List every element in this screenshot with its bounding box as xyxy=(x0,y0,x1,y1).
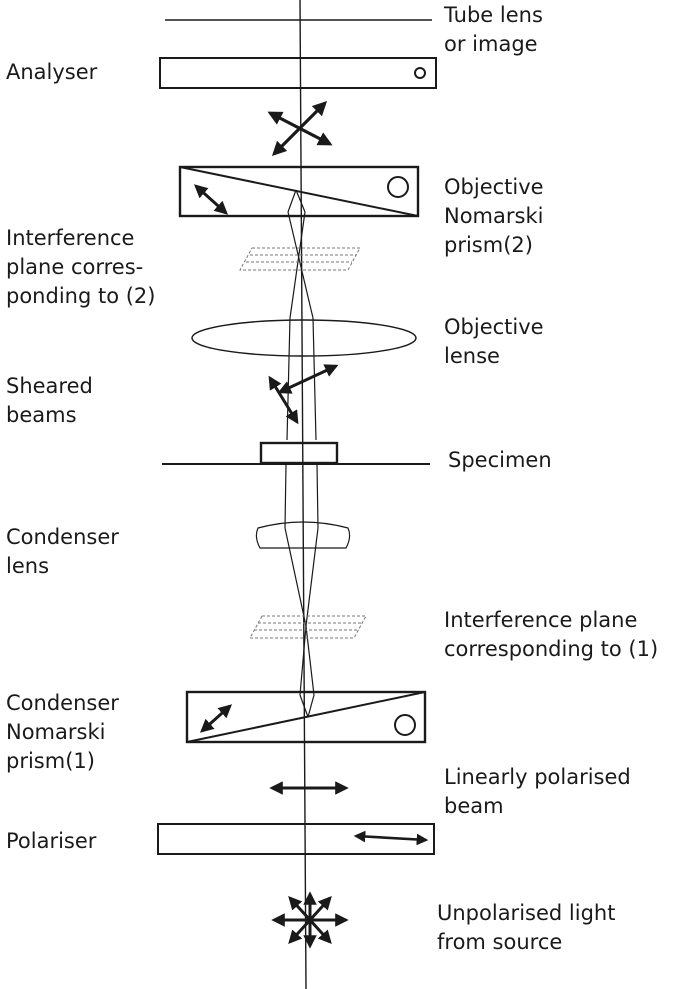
label-interference-plane-1: Interference plane corresponding to (1) xyxy=(444,608,659,661)
label-unpolarised-light: Unpolarised light from source xyxy=(437,901,616,954)
label-condenser-prism: Condenser Nomarski prism(1) xyxy=(6,691,119,773)
label-tube-lens: Tube lens or image xyxy=(444,3,543,56)
label-analyser: Analyser xyxy=(6,60,98,84)
condenser-lens-shape xyxy=(255,521,351,549)
sheared-beam-arrows xyxy=(268,364,339,425)
label-specimen: Specimen xyxy=(448,448,552,472)
label-objective-prism: Objective Nomarski prism(2) xyxy=(444,175,544,257)
crossed-polarisation-arrows-top xyxy=(267,100,333,157)
objective-lens-shape xyxy=(191,319,417,357)
label-linearly-polarised-beam: Linearly polarised beam xyxy=(444,765,631,818)
label-interference-plane-2: Interference plane corres- ponding to (2… xyxy=(6,226,156,308)
unpolarised-light-arrows xyxy=(271,891,349,949)
polariser-element xyxy=(157,823,435,855)
interference-plane-2 xyxy=(239,247,361,271)
condenser-nomarski-prism xyxy=(185,690,427,744)
label-polariser: Polariser xyxy=(6,829,97,853)
beam-paths-lower xyxy=(284,463,319,718)
label-sheared-beams: Sheared beams xyxy=(6,374,93,427)
objective-nomarski-prism xyxy=(178,165,420,218)
label-condenser-lens: Condenser lens xyxy=(6,525,119,578)
specimen-element xyxy=(162,441,430,465)
interference-plane-1 xyxy=(249,615,367,639)
label-objective-lens: Objective lense xyxy=(444,315,544,368)
analyser-element xyxy=(159,57,437,89)
optical-axis xyxy=(299,0,307,989)
